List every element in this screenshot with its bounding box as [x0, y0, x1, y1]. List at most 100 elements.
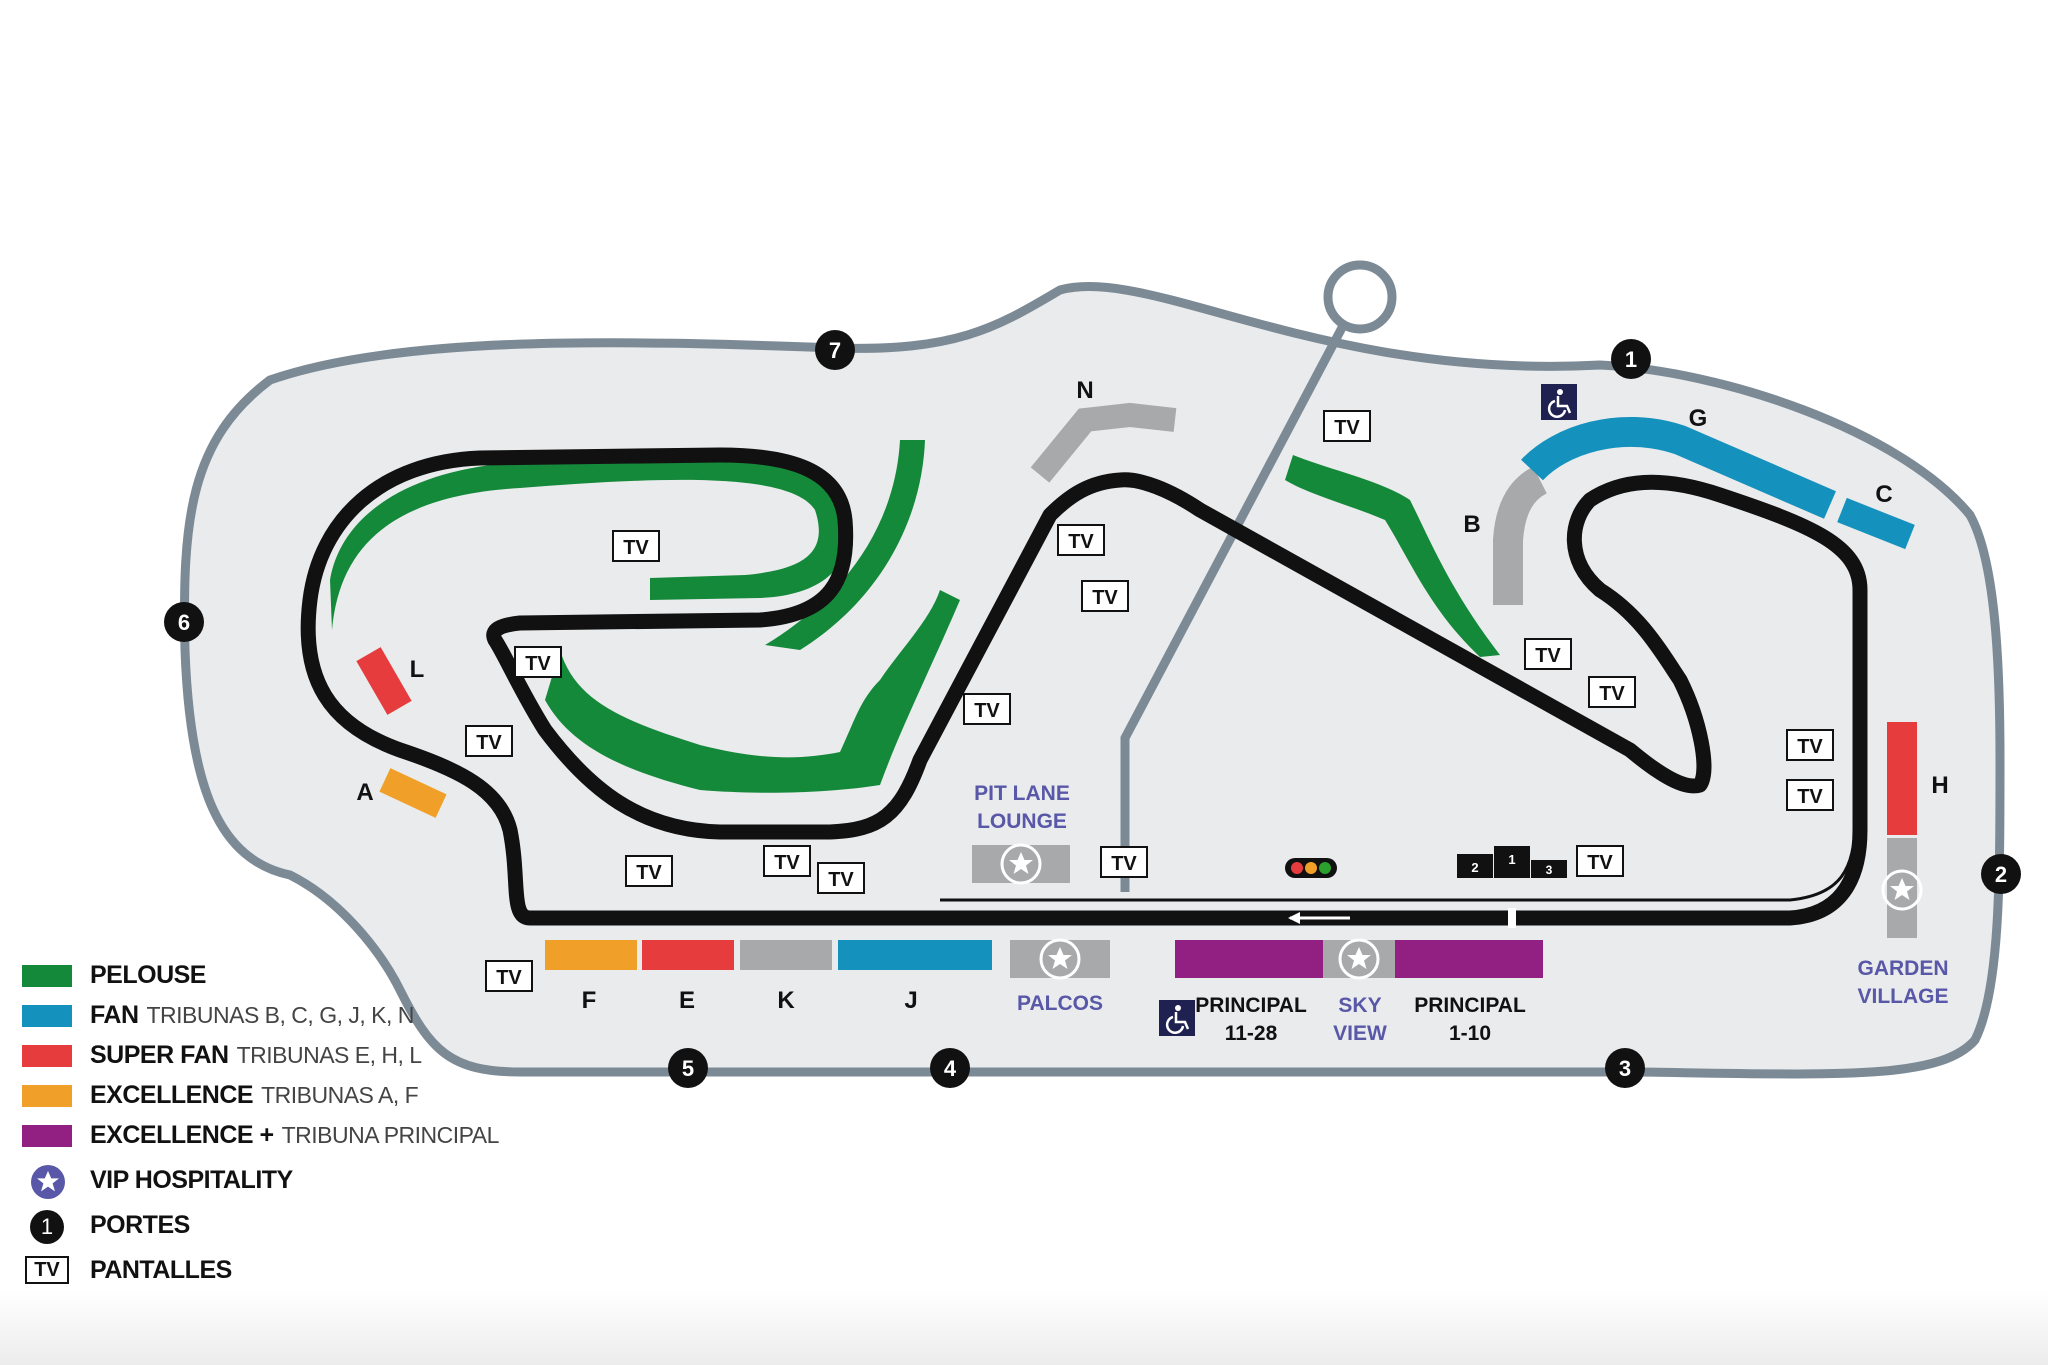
tv-screen-label: TV	[974, 700, 1000, 722]
tv-screen-label: TV	[1599, 683, 1625, 705]
tv-screen-icon: TV	[963, 693, 1011, 725]
tv-screen-icon: TV	[1786, 779, 1834, 811]
svg-text:5: 5	[682, 1056, 694, 1081]
stand-k-label: K	[777, 987, 795, 1014]
legend-swatch	[22, 1085, 72, 1107]
svg-text:7: 7	[829, 338, 841, 363]
tv-screen-label: TV	[828, 869, 854, 891]
vip-star-icon-garden	[1881, 869, 1923, 911]
tv-screen-icon: TV	[612, 530, 660, 562]
legend-item-pantalles: TV PANTALLES	[22, 1250, 482, 1290]
podium-2-label: 2	[1471, 860, 1478, 875]
legend-label: PANTALLES	[90, 1256, 232, 1284]
stand-f-label: F	[582, 987, 597, 1014]
tv-screen-icon: TV	[1057, 524, 1105, 556]
stand-n	[1030, 402, 1177, 483]
stand-c-label: C	[1875, 481, 1892, 508]
tv-screen-icon: TV	[1576, 845, 1624, 877]
gate-3: 3	[1605, 1048, 1645, 1088]
direction-arrow-head	[1288, 912, 1300, 924]
tv-screen-icon: TV	[625, 855, 673, 887]
tv-screen-icon: TV	[514, 646, 562, 678]
tv-screen-label: TV	[1797, 786, 1823, 808]
red-light	[1291, 862, 1303, 874]
stand-e-label: E	[679, 987, 695, 1014]
garden-village-label-2: VILLAGE	[1857, 985, 1948, 1008]
wheelchair-icon-g	[1541, 384, 1577, 420]
svg-text:1: 1	[1625, 347, 1637, 372]
finish-line	[1508, 908, 1516, 928]
legend-swatch	[22, 1005, 72, 1027]
stand-b	[1493, 466, 1548, 605]
pit-lane	[940, 819, 1857, 902]
svg-text:3: 3	[1619, 1056, 1631, 1081]
legend-swatch	[22, 1125, 72, 1147]
stand-e	[642, 940, 734, 970]
gate-4: 4	[930, 1048, 970, 1088]
gate-6: 6	[164, 602, 204, 642]
tv-screen-label: TV	[623, 537, 649, 559]
tv-screen-icon: TV	[485, 960, 533, 992]
stand-a	[379, 768, 447, 818]
tv-screen-label: TV	[1587, 852, 1613, 874]
amber-light	[1305, 862, 1317, 874]
tv-screen-label: TV	[1092, 587, 1118, 609]
wheelchair-icon-principal	[1159, 1000, 1195, 1036]
stand-l-label: L	[410, 656, 425, 683]
tv-screen-label: TV	[1334, 417, 1360, 439]
tv-screen-label: TV	[476, 732, 502, 754]
garden-village-label-1: GARDEN	[1857, 957, 1948, 980]
tv-screen-icon: TV	[1100, 846, 1148, 878]
pelouse-area-1b	[330, 455, 851, 630]
legend-label: PELOUSE	[90, 961, 206, 989]
stand-c	[1837, 497, 1915, 550]
pit-lane-lounge-label-1: PIT LANE	[974, 782, 1070, 805]
tv-screen-icon: TV	[1588, 676, 1636, 708]
access-road	[1120, 319, 1349, 892]
tv-screen-icon: TV	[25, 1256, 69, 1284]
legend-item-vip: VIP HOSPITALITY	[22, 1160, 482, 1200]
stand-h-label: H	[1931, 772, 1948, 799]
pelouse-area-2	[765, 440, 925, 650]
tv-screen-label: TV	[1797, 736, 1823, 758]
green-light	[1319, 862, 1331, 874]
race-track	[300, 447, 1868, 926]
tv-screen-icon: TV	[763, 845, 811, 877]
gate-5: 5	[668, 1048, 708, 1088]
tv-screen-icon: TV	[1081, 580, 1129, 612]
stand-b-label: B	[1463, 511, 1480, 538]
tv-screen-icon: TV	[817, 862, 865, 894]
tv-screen-icon: TV	[465, 725, 513, 757]
legend-label: EXCELLENCE +TRIBUNA PRINCIPAL	[90, 1121, 499, 1149]
podium-1	[1494, 846, 1530, 878]
podium-2	[1457, 854, 1493, 878]
page-footer-fade	[0, 1290, 2048, 1365]
gate-7: 7	[815, 330, 855, 370]
roundabout	[1323, 260, 1397, 334]
tv-screen-icon: TV	[1786, 729, 1834, 761]
svg-text:4: 4	[944, 1056, 957, 1081]
principal-left-label-1: PRINCIPAL	[1195, 994, 1307, 1017]
gate-number-icon: 1	[30, 1210, 64, 1244]
legend-item-pelouse: PELOUSE	[22, 955, 482, 995]
principal-right	[1395, 940, 1543, 978]
svg-text:2: 2	[1995, 862, 2007, 887]
stand-l	[356, 647, 412, 715]
legend-label: VIP HOSPITALITY	[90, 1166, 293, 1194]
palcos-label: PALCOS	[1017, 992, 1103, 1015]
tv-screen-label: TV	[1068, 531, 1094, 553]
sky-view-label-1: SKY	[1338, 994, 1381, 1017]
legend-swatch	[22, 1045, 72, 1067]
vip-star-icon-sky	[1338, 938, 1380, 980]
stand-f	[545, 940, 637, 970]
tv-screen-icon: TV	[1323, 410, 1371, 442]
pit-lane-lounge-label-2: LOUNGE	[977, 810, 1067, 833]
tv-screen-label: TV	[525, 653, 551, 675]
principal-right-label-2: 1-10	[1449, 1022, 1491, 1045]
